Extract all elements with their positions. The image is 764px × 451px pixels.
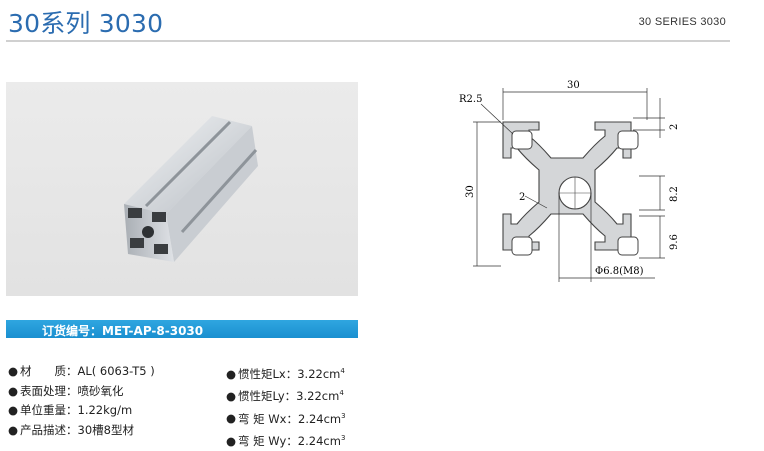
spec-row: ●弯 矩 Wy：2.24cm3 [226,429,346,451]
dim-2-top: 2 [669,124,680,130]
page-title: 30系列 3030 [8,9,164,38]
bullet-icon: ● [8,383,19,398]
spec-row: ●单位重量：1.22kg/m [8,401,155,421]
bullet-icon: ● [226,389,237,404]
dim-9-6: 9.6 [669,234,680,250]
series-label: 30 SERIES 3030 [638,16,726,28]
dim-2-web: 2 [519,192,525,203]
order-number: 订货编号：MET-AP-8-3030 [42,324,204,338]
dim-8-2: 8.2 [669,186,680,202]
header-divider [6,40,730,42]
dim-hole: Φ6.8(M8) [595,266,644,277]
profile-drawing: 30 R2.5 30 2 8.2 9.6 2 Φ6.8(M8) [455,78,685,288]
bullet-icon: ● [8,364,19,378]
spec-list-right: ●惯性矩Lx：3.22cm4 ●惯性矩Ly：3.22cm4 ●弯 矩 Wx：2.… [226,362,346,451]
spec-row: ●弯 矩 Wx：2.24cm3 [226,407,346,429]
bullet-icon: ● [8,403,19,417]
spec-row: ●材 质：AL( 6063-T5 ) [8,362,155,382]
bullet-icon: ● [226,433,237,448]
spec-row: ●表面处理：喷砂氧化 [8,382,155,402]
bullet-icon: ● [8,422,19,437]
bullet-icon: ● [226,411,237,426]
spec-row: ●惯性矩Lx：3.22cm4 [226,362,346,384]
dim-radius: R2.5 [459,94,482,105]
bullet-icon: ● [226,366,237,381]
product-photo [6,82,358,296]
spec-row: ●产品描述：30槽8型材 [8,421,155,441]
spec-row: ●惯性矩Ly：3.22cm4 [226,384,346,406]
dim-width: 30 [567,80,580,91]
order-number-bar: 订货编号：MET-AP-8-3030 [6,320,358,338]
spec-list-left: ●材 质：AL( 6063-T5 ) ●表面处理：喷砂氧化 ●单位重量：1.22… [8,362,155,440]
dim-height: 30 [465,185,476,198]
